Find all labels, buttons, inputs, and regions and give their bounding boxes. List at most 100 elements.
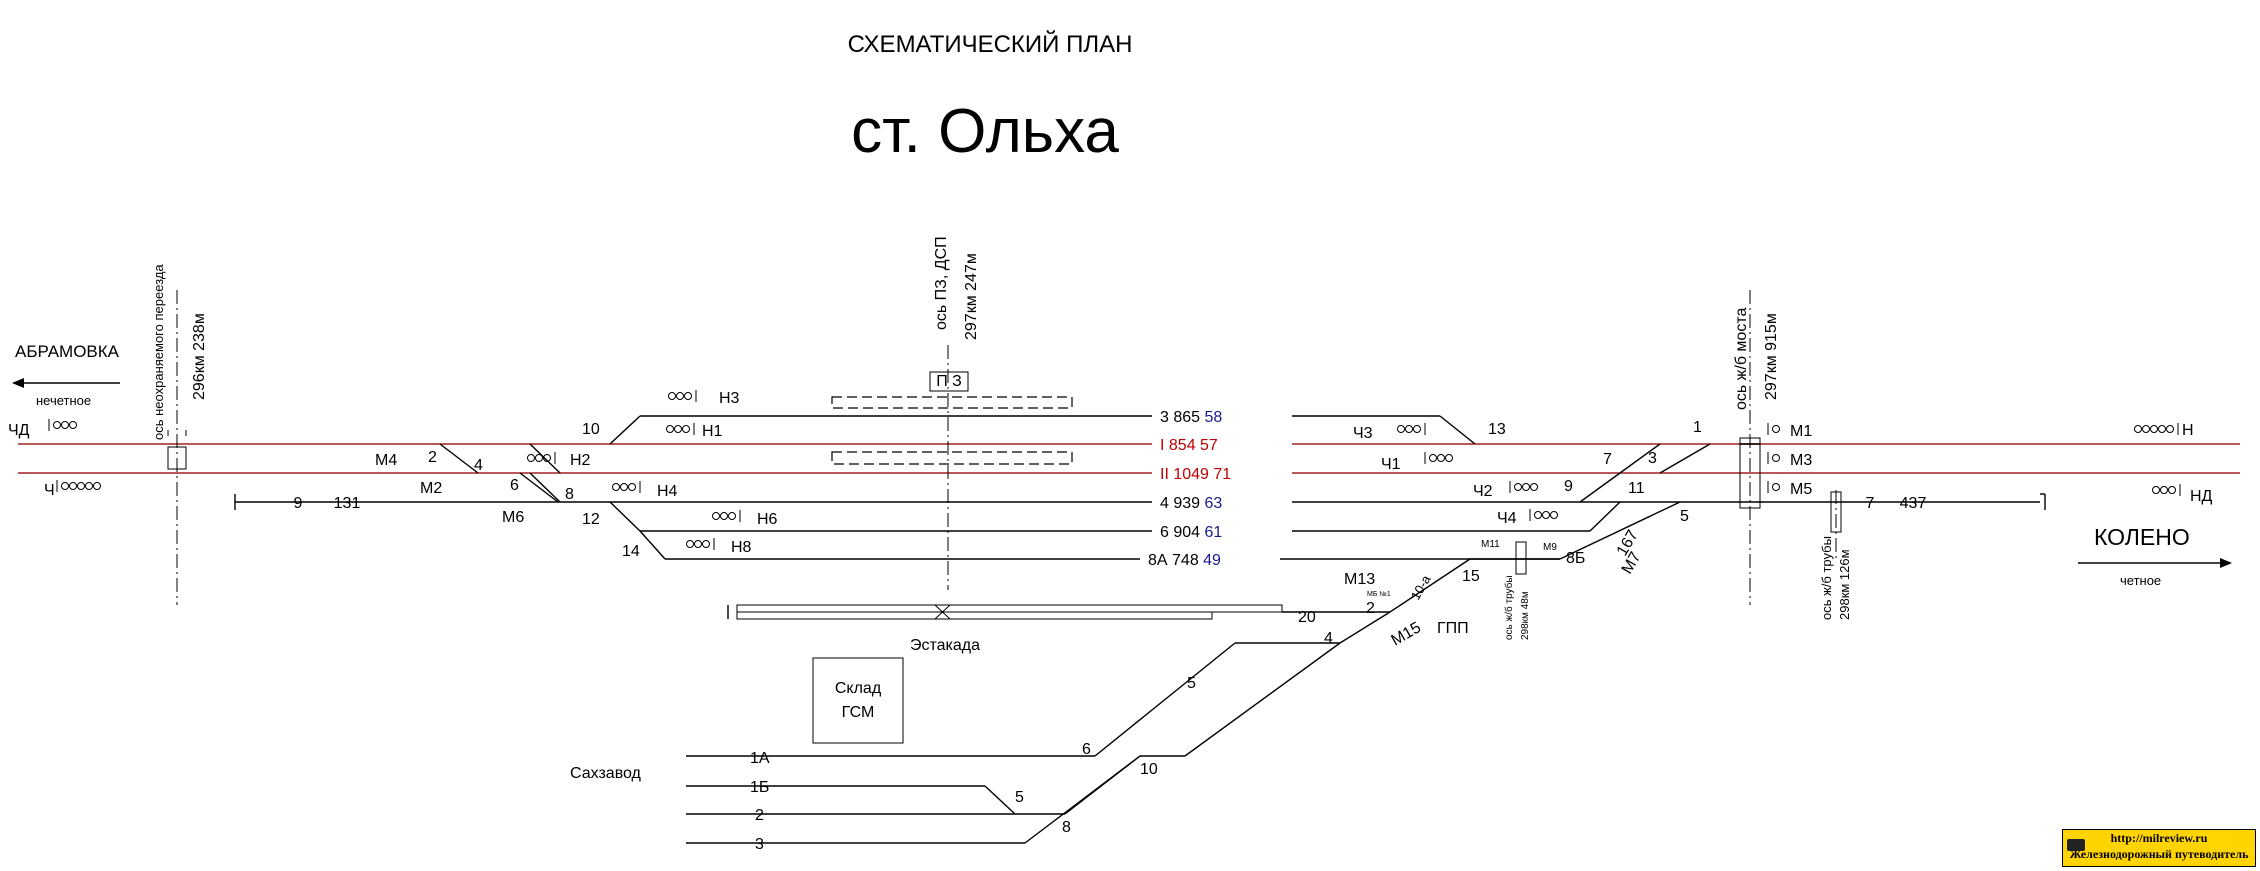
switch-14: 14 (622, 543, 640, 560)
small-pipe-marker (1515, 541, 1527, 575)
estakada-ramp (736, 604, 1283, 613)
switch-15: 15 (1462, 568, 1480, 585)
crossing-axis-label: ось неохраняемого переезда (151, 264, 166, 440)
spur-1b-label: 1Б (750, 779, 769, 796)
estakada-label: Эстакада (910, 637, 980, 654)
left-direction-label: нечетное (36, 393, 91, 408)
signal-n3: Н3 (719, 390, 740, 407)
track-label-2: II 1049 71 (1160, 466, 1231, 483)
logo-title: Железнодорожный путеводитель (2069, 847, 2249, 861)
signal-nd: НД (2190, 488, 2213, 505)
track-label-5: 8А 748 49 (1148, 552, 1221, 569)
plan-title: СХЕМАТИЧЕСКИЙ ПЛАН (848, 30, 1133, 58)
signal-ch4: Ч4 (1497, 510, 1517, 527)
switch-y5b: 5 (1015, 789, 1024, 806)
pipe-axis-label: ось ж/б трубы (1819, 536, 1834, 620)
dead-end-7-label: 7 (1866, 495, 1875, 512)
switch-13: 13 (1488, 421, 1506, 438)
switch-y10: 10 (1140, 761, 1158, 778)
signal-m4: М4 (375, 452, 397, 469)
signal-n8: Н8 (731, 539, 752, 556)
milreview-logo[interactable]: http://milreview.ru Железнодорожный путе… (2062, 829, 2256, 867)
switch-y6: 6 (1082, 741, 1091, 758)
track-label-4: 6 904 61 (1160, 524, 1222, 541)
pipe-marker (1830, 491, 1842, 533)
signal-ch2: Ч2 (1473, 483, 1493, 500)
signal-m11: М11 (1481, 539, 1500, 550)
signal-m6: М6 (502, 509, 524, 526)
platform-upper (831, 396, 1073, 409)
right-direction-label: четное (2120, 573, 2161, 588)
logo-url: http://milreview.ru (2110, 831, 2208, 845)
small-pipe-label: ось ж/б трубы (1503, 575, 1515, 640)
pz-building-label: П З (936, 373, 962, 390)
bridge (1739, 437, 1761, 509)
switch-12: 12 (582, 511, 600, 528)
switch-8b: 8Б (1566, 550, 1585, 567)
switch-y5: 5 (1187, 675, 1196, 692)
signal-ch3: Ч3 (1353, 425, 1373, 442)
signal-n: Н (2182, 422, 2194, 439)
signal-chd: ЧД (8, 422, 30, 439)
switch-6: 6 (510, 477, 519, 494)
switch-2: 2 (428, 449, 437, 466)
signal-m5: М5 (1790, 481, 1812, 498)
track-label-1: I 854 57 (1160, 437, 1218, 454)
signal-m2: М2 (420, 480, 442, 497)
track-label-0: 3 865 58 (1160, 409, 1222, 426)
signal-m1: М1 (1790, 423, 1812, 440)
dead-end-9-length: 131 (334, 495, 361, 512)
sklad-label-1: Склад (835, 680, 882, 697)
dead-end-9-label: 9 (294, 495, 303, 512)
spur-1a-label: 1А (750, 750, 770, 767)
switch-9: 9 (1564, 478, 1573, 495)
signal-m15: М15 (1389, 619, 1425, 649)
switch-5: 5 (1680, 508, 1689, 525)
locomotive-icon (2067, 839, 2085, 851)
platform-lower (831, 451, 1073, 465)
switch-3: 3 (1648, 450, 1657, 467)
signal-ch: Ч (44, 482, 55, 499)
bridge-axis-km: 297км 915м (1763, 313, 1780, 400)
signal-m13: М13 (1344, 571, 1375, 588)
switch-8: 8 (565, 486, 574, 503)
sklad-label-2: ГСМ (842, 704, 875, 721)
station-name: ст. Ольха (851, 97, 1119, 166)
small-pipe-km: 298км 48м (1520, 591, 1531, 640)
track-labels: 3 865 58 I 854 57 II 1049 71 4 939 63 6 904 … (1140, 406, 1292, 569)
switch-y8: 8 (1062, 819, 1071, 836)
bridge-axis-label: ось ж/б моста (1733, 308, 1750, 410)
signal-n6: Н6 (757, 511, 778, 528)
switch-11: 11 (1628, 480, 1645, 497)
left-station-label: АБРАМОВКА (15, 342, 120, 361)
dead-end-7-length: 437 (1900, 495, 1927, 512)
pz-building (929, 371, 969, 392)
switch-10: 10 (582, 421, 600, 438)
sahzavod-label: Сахзавод (570, 765, 642, 782)
pipe-axis-km: 298км 126м (1837, 549, 1852, 620)
mb-note: МБ №1 (1367, 591, 1391, 598)
signal-m3: М3 (1790, 452, 1812, 469)
spur-2-label: 2 (755, 807, 764, 824)
sklad-gsm-building (812, 657, 904, 744)
track-label-3: 4 939 63 (1160, 495, 1222, 512)
signal-ch1: Ч1 (1381, 456, 1401, 473)
spur-3-label: 3 (755, 836, 764, 853)
switch-1: 1 (1693, 419, 1702, 436)
pz-axis-label: ось ПЗ, ДСП (933, 236, 950, 330)
switch-4: 4 (474, 457, 483, 474)
pz-axis-km: 297км 247м (963, 253, 980, 340)
switch-20: 20 (1298, 609, 1316, 626)
gpp-label: ГПП (1437, 620, 1469, 637)
switch-y4: 4 (1324, 630, 1333, 647)
switch-7: 7 (1603, 451, 1612, 468)
signal-n4: Н4 (657, 483, 678, 500)
signal-heads (48, 390, 2181, 550)
signal-n2: Н2 (570, 452, 591, 469)
switch-10a: 10-а (1408, 572, 1434, 603)
signal-m9: М9 (1543, 542, 1557, 553)
signal-n1: Н1 (702, 423, 723, 440)
right-station-label: КОЛЕНО (2094, 524, 2190, 550)
crossing-axis-km: 296км 238м (191, 313, 208, 400)
